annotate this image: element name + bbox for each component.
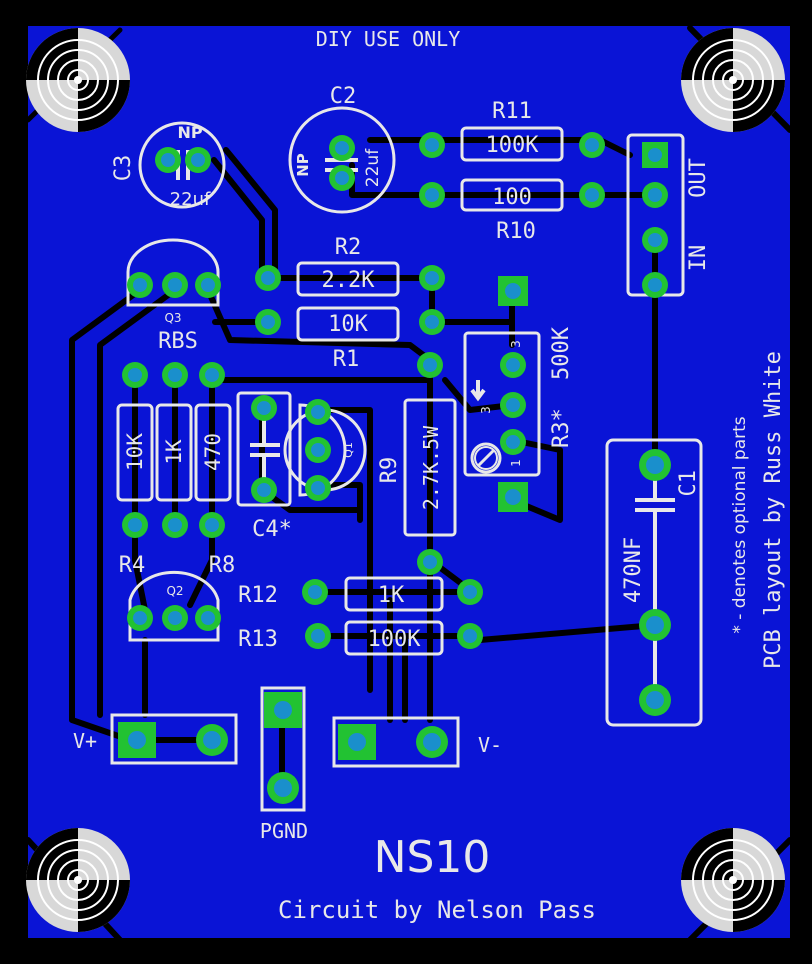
pads: [118, 132, 671, 804]
mounting-hole-top-left: [25, 27, 131, 133]
r5-value: 1K: [162, 439, 186, 465]
r3-value: 500K: [549, 326, 574, 380]
out-label: OUT: [686, 158, 711, 198]
c3-type: NP: [177, 123, 202, 142]
r13-value: 100K: [368, 627, 422, 652]
in-label: IN: [686, 245, 711, 272]
r12-ref: R12: [238, 583, 278, 608]
c2-ref: C2: [330, 84, 357, 109]
q3-label: RBS: [158, 329, 198, 354]
r2-ref: R2: [335, 235, 362, 260]
copper-pour: [28, 26, 790, 938]
r8-value: 470: [201, 433, 225, 471]
r8-ref: R8: [209, 553, 236, 578]
c2-value: 22uf: [363, 148, 383, 187]
c4-ref: C4*: [252, 517, 292, 542]
r3-pin-bottom: 1: [509, 459, 523, 467]
r10-ref: R10: [496, 219, 536, 244]
r11-ref: R11: [492, 99, 532, 124]
vplus-label: V+: [73, 729, 97, 753]
r11-value: 100K: [486, 133, 540, 158]
mounting-hole-bottom-left: [25, 827, 131, 933]
layout-credit: PCB layout by Russ White: [761, 351, 786, 669]
r12-value: 1K: [378, 583, 405, 608]
c3-ref: C3: [111, 155, 136, 182]
silkscreen-outlines: [110, 106, 703, 812]
mounting-hole-bottom-right: [680, 827, 786, 933]
q2-ref: Q2: [166, 584, 183, 598]
circuit-credit: Circuit by Nelson Pass: [278, 896, 596, 924]
board-title: NS10: [374, 832, 491, 883]
c1-ref: C1: [676, 470, 701, 497]
r1-value: 10K: [328, 312, 368, 337]
r3-pin-top: 3: [509, 340, 523, 348]
header-label: DIY USE ONLY: [316, 27, 461, 51]
c1-value: 470NF: [621, 537, 646, 603]
r1-ref: R1: [333, 347, 360, 372]
optional-note: * - denotes optional parts: [730, 416, 750, 633]
r10-value: 100: [492, 185, 532, 210]
c3-value: 22uf: [170, 189, 211, 210]
q1-ref: Q1: [342, 442, 355, 458]
mounting-hole-top-right: [680, 27, 786, 133]
q3-ref: Q3: [164, 311, 181, 325]
r4-value: 10K: [123, 433, 147, 471]
r9-ref: R9: [377, 457, 402, 484]
c2-type: NP: [294, 153, 312, 177]
r4-ref: R4: [119, 553, 146, 578]
pgnd-label: PGND: [260, 819, 308, 843]
vminus-label: V-: [478, 733, 502, 757]
trimmer-wiper-icon: [474, 446, 498, 470]
r2-value: 2.2K: [322, 268, 376, 293]
r3-pin-mid: 3: [479, 406, 493, 414]
r13-ref: R13: [238, 627, 278, 652]
r3-ref: R3*: [549, 408, 574, 448]
r9-value: 2.7K.5W: [419, 425, 443, 510]
